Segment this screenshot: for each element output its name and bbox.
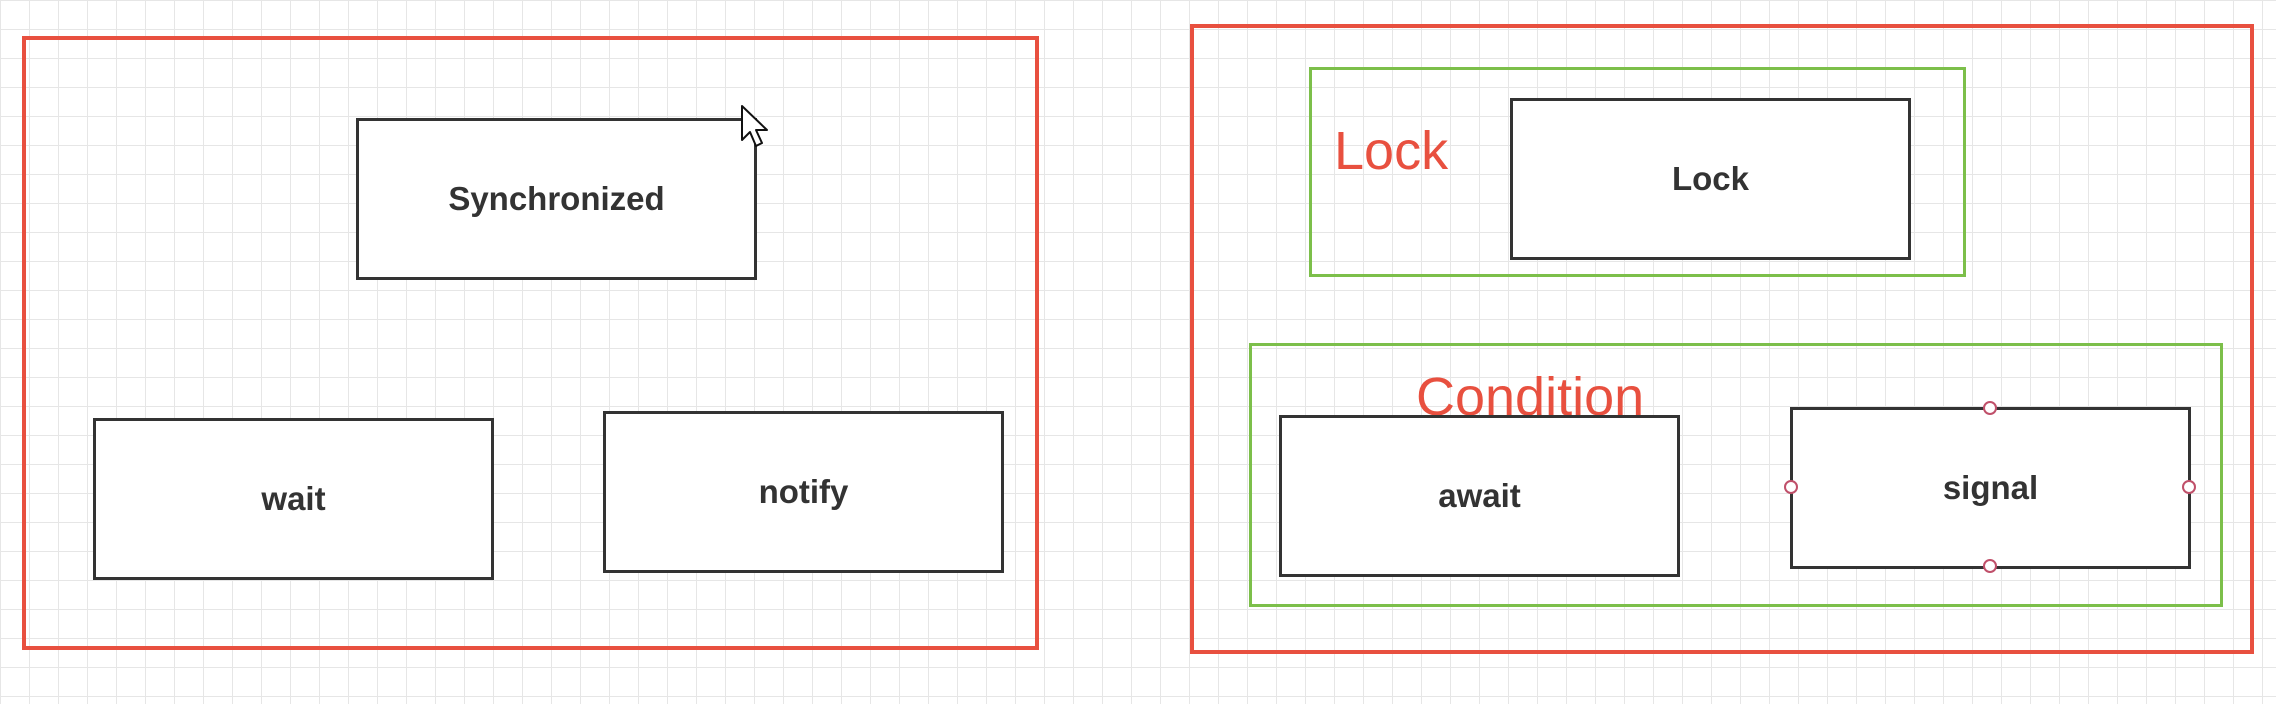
signal-node-handle-left[interactable] [1784, 480, 1798, 494]
signal-node-handle-right[interactable] [2182, 480, 2196, 494]
lock-subgroup-frame [1309, 67, 1966, 277]
await-node[interactable]: await [1279, 415, 1680, 577]
lock-group-label: Lock [1334, 121, 1449, 181]
wait-node[interactable]: wait [93, 418, 494, 580]
notify-node[interactable]: notify [603, 411, 1004, 573]
condition-subgroup-frame [1249, 343, 2223, 607]
signal-node-handle-bottom[interactable] [1983, 559, 1997, 573]
signal-node-handle-top[interactable] [1983, 401, 1997, 415]
lock-node[interactable]: Lock [1510, 98, 1911, 260]
mouse-pointer-icon [741, 105, 768, 147]
signal-node[interactable]: signal [1790, 407, 2191, 569]
lock-condition-group-frame [1190, 24, 2254, 654]
synchronized-group-frame [22, 36, 1039, 650]
synchronized-node[interactable]: Synchronized [356, 118, 757, 280]
